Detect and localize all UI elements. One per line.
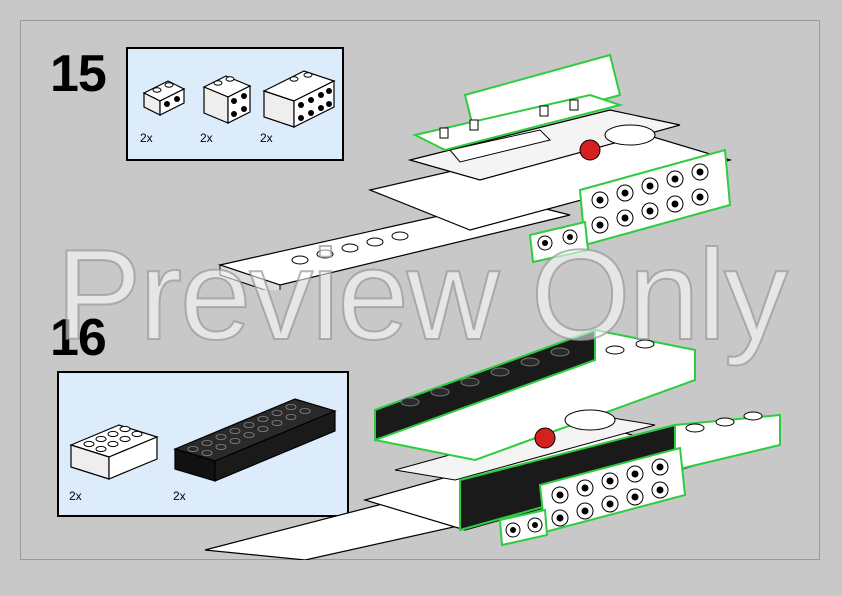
- part-qty: 2x: [200, 131, 213, 145]
- part-qty: 2x: [260, 131, 273, 145]
- bracket-2x2-white-icon: [202, 75, 252, 124]
- brick-2x4-white-icon: [69, 424, 159, 480]
- brick-2x8-black-icon: [173, 398, 337, 482]
- page-frame: [20, 20, 820, 560]
- step-15-model-illustration: [217, 53, 733, 290]
- part-qty: 2x: [173, 489, 186, 503]
- parts-list-step-15: 2x 2x 2x: [126, 47, 344, 161]
- bracket-2x4-white-icon: [262, 70, 336, 128]
- step-number-15: 15: [50, 45, 107, 103]
- bracket-1x2-white-icon: [142, 80, 186, 116]
- part-qty: 2x: [69, 489, 82, 503]
- parts-list-step-16: 2x 2x: [57, 371, 349, 517]
- step-16-model-illustration: [204, 328, 781, 560]
- step-number-16: 16: [50, 309, 107, 367]
- part-qty: 2x: [140, 131, 153, 145]
